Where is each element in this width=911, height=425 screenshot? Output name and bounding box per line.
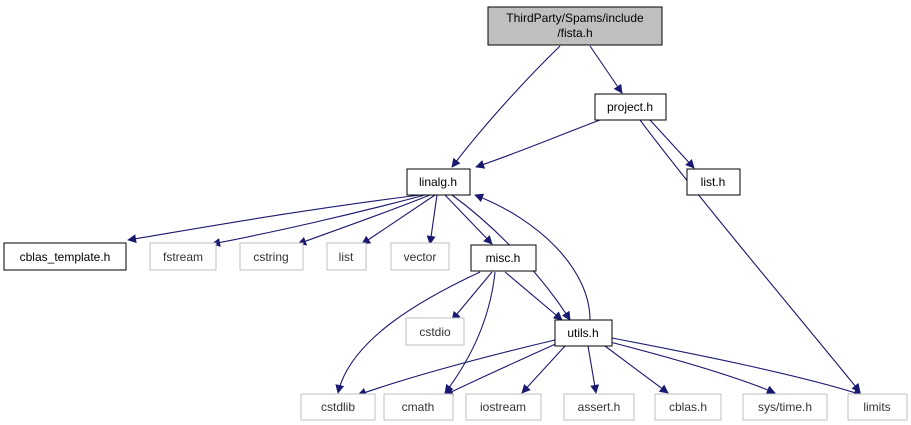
edge-utils-to-limits (611, 337, 863, 397)
node-fista-label-2: /fista.h (557, 26, 592, 40)
node-list-h-box (686, 168, 741, 196)
node-linalg-label: linalg.h (419, 175, 457, 189)
nodes-layer: ThirdParty/Spams/include /fista.h projec… (3, 6, 908, 421)
node-systime-label: sys/time.h (758, 400, 812, 414)
node-iostream-label: iostream (480, 400, 526, 414)
node-iostream[interactable]: iostream (465, 393, 542, 421)
node-vector-box (390, 242, 450, 271)
node-cstdio-box (405, 317, 465, 346)
edge-misc-to-cstdio (451, 271, 493, 321)
edge-utils-to-cmath (444, 341, 561, 396)
edge-linalg-to-cblas-template (127, 194, 421, 244)
node-assert[interactable]: assert.h (563, 393, 635, 421)
node-assert-box (563, 393, 635, 421)
node-fstream[interactable]: fstream (149, 242, 217, 271)
node-systime[interactable]: sys/time.h (742, 393, 828, 421)
edge-project-to-list-h (649, 119, 695, 169)
node-fstream-label: fstream (163, 250, 203, 264)
node-list-h-label: list.h (701, 175, 726, 189)
node-linalg-box (406, 168, 471, 196)
edge-utils-to-linalg (474, 193, 591, 321)
edge-misc-to-utils (504, 271, 563, 321)
node-cstring-box (239, 242, 304, 271)
edge-project-to-linalg (475, 119, 601, 169)
node-linalg[interactable]: linalg.h (406, 168, 471, 196)
node-cblas-label: cblas.h (669, 400, 707, 414)
edge-utils-to-assert (587, 345, 600, 394)
edge-project-to-limits (639, 119, 861, 393)
edge-utils-to-cstdlib (357, 339, 556, 397)
node-cstdio-label: cstdio (419, 325, 451, 339)
node-misc-label: misc.h (486, 251, 521, 265)
node-systime-box (742, 393, 828, 421)
edges-layer (127, 45, 863, 397)
node-limits-label: limits (863, 400, 890, 414)
edge-utils-to-iostream (521, 345, 566, 394)
node-cblas[interactable]: cblas.h (654, 393, 722, 421)
node-project-label: project.h (607, 100, 653, 114)
edge-misc-to-cmath (444, 271, 496, 394)
edge-linalg-to-cstring (297, 194, 431, 246)
edge-utils-to-systime (609, 341, 776, 394)
node-list[interactable]: list (326, 242, 367, 271)
node-cstdlib-label: cstdlib (321, 400, 355, 414)
node-list-box (326, 242, 367, 271)
node-limits[interactable]: limits (847, 393, 908, 421)
node-cblas-template-box (3, 242, 127, 271)
node-limits-box (847, 393, 908, 421)
edge-linalg-to-fstream (211, 194, 426, 247)
node-assert-label: assert.h (578, 400, 621, 414)
edge-linalg-to-list (361, 194, 436, 245)
node-fista-box (487, 6, 663, 46)
edge-fista-to-linalg (451, 45, 561, 168)
edge-misc-to-cstdlib (335, 271, 481, 394)
node-misc[interactable]: misc.h (470, 244, 537, 272)
node-utils[interactable]: utils.h (554, 319, 613, 347)
node-fista[interactable]: ThirdParty/Spams/include /fista.h (487, 6, 663, 46)
node-list-h[interactable]: list.h (686, 168, 741, 196)
node-cblas-template-label: cblas_template.h (20, 250, 111, 264)
node-utils-label: utils.h (567, 326, 598, 340)
node-vector[interactable]: vector (390, 242, 450, 271)
node-cmath-label: cmath (402, 400, 435, 414)
node-cblas-template[interactable]: cblas_template.h (3, 242, 127, 271)
node-cblas-box (654, 393, 722, 421)
node-project-box (594, 93, 667, 121)
node-fstream-box (149, 242, 217, 271)
node-fista-label-1: ThirdParty/Spams/include (506, 11, 644, 25)
node-iostream-box (465, 393, 542, 421)
node-cstring[interactable]: cstring (239, 242, 304, 271)
node-cstdio[interactable]: cstdio (405, 317, 465, 346)
edge-linalg-to-misc (444, 194, 493, 245)
node-project[interactable]: project.h (594, 93, 667, 121)
node-cmath-box (383, 393, 454, 421)
node-vector-label: vector (404, 250, 437, 264)
node-cstdlib[interactable]: cstdlib (300, 393, 376, 421)
node-cstdlib-box (300, 393, 376, 421)
edge-utils-to-cblas (604, 345, 669, 394)
node-utils-box (554, 319, 613, 347)
node-misc-box (470, 244, 537, 272)
node-cstring-label: cstring (253, 250, 288, 264)
edge-linalg-to-vector (426, 194, 438, 245)
node-list-label: list (339, 250, 354, 264)
edge-fista-to-project (589, 45, 623, 94)
node-cmath[interactable]: cmath (383, 393, 454, 421)
